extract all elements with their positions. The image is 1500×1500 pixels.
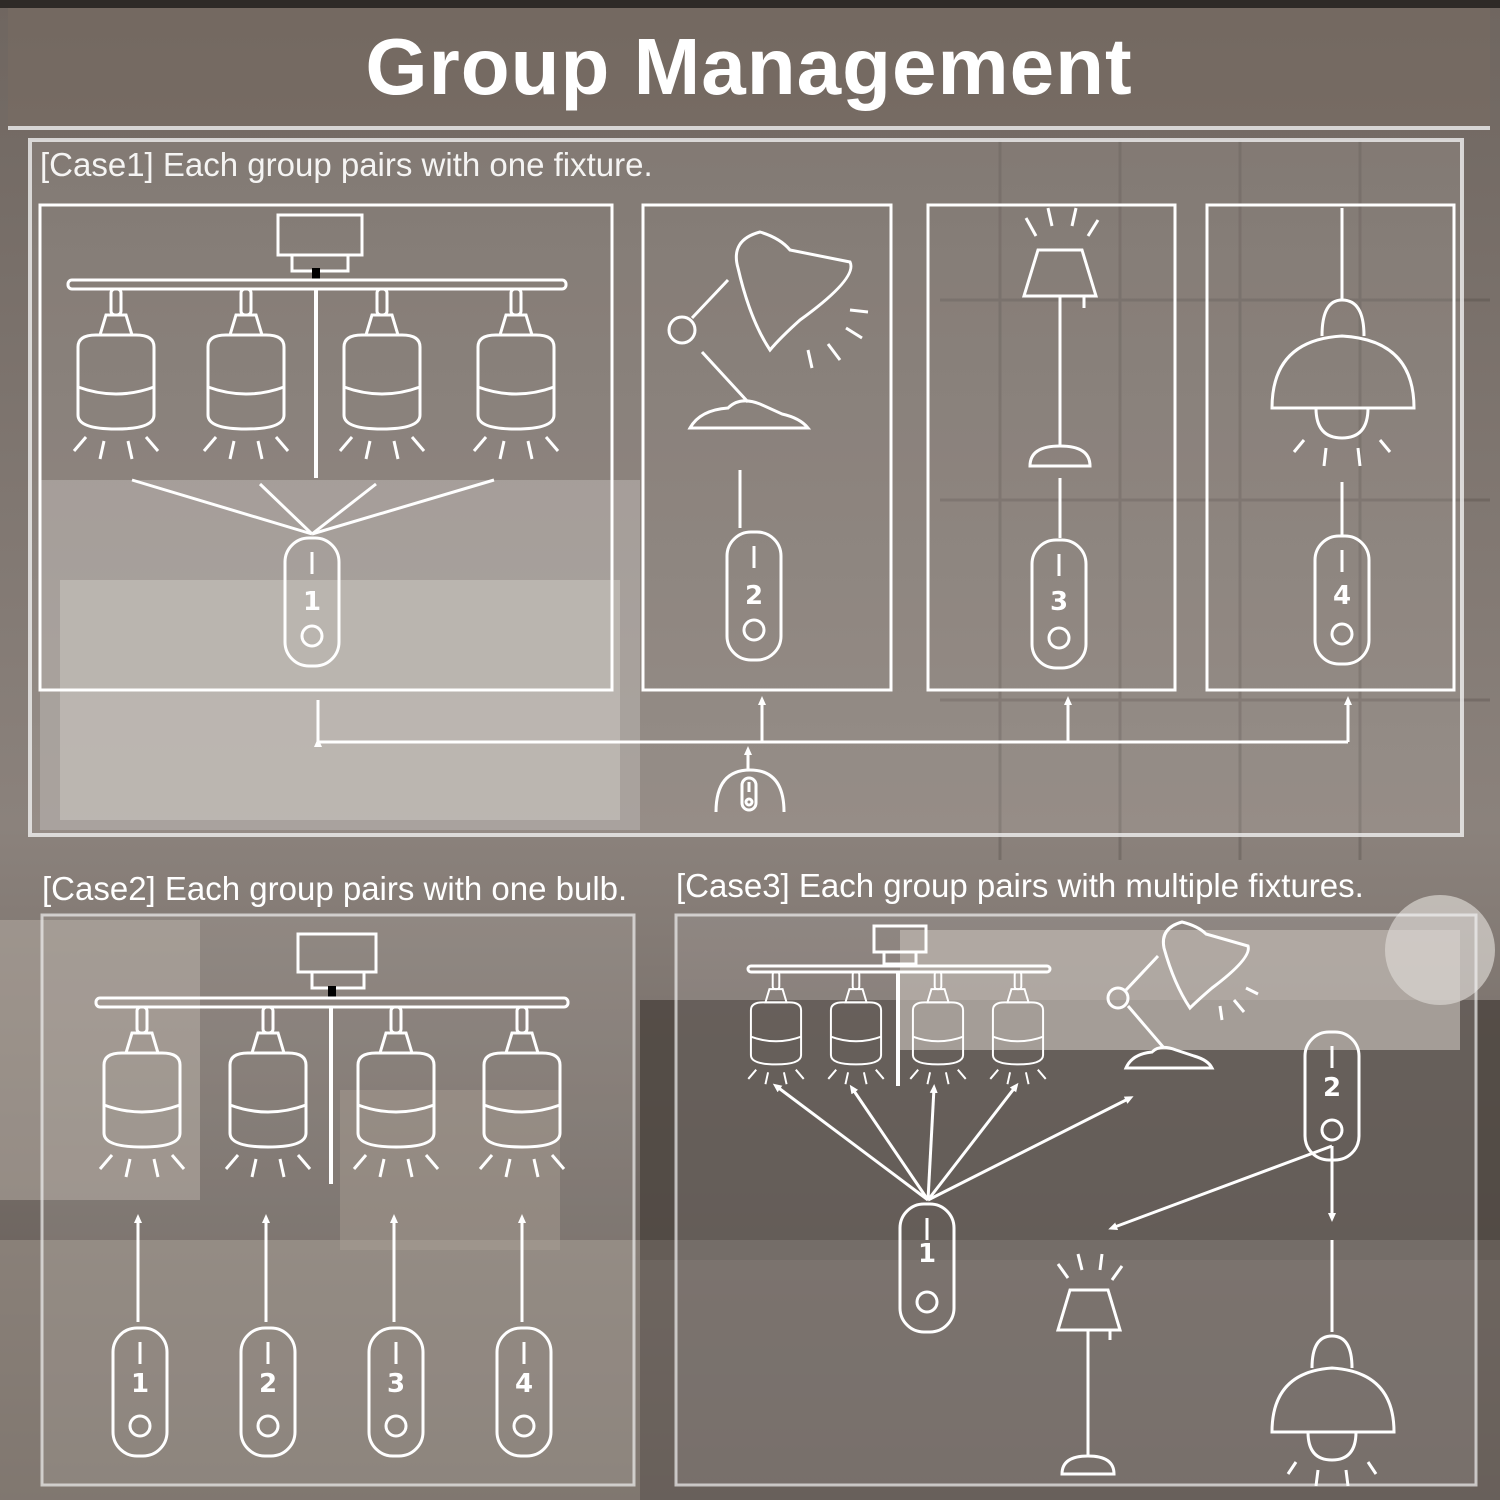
remote-number: 3 (387, 1369, 405, 1399)
title-bar: Group Management (8, 8, 1490, 130)
wall-switch-icon (714, 768, 786, 813)
remote-icon: 3 (367, 1326, 425, 1458)
remote-number: 2 (745, 581, 763, 611)
track-spotlight-icon (746, 924, 1052, 1086)
case2-label: [Case2] Each group pairs with one bulb. (42, 870, 628, 907)
remote-number: 2 (259, 1369, 277, 1399)
track-spotlight-icon (66, 213, 568, 536)
floor-lamp-icon (1021, 207, 1100, 468)
remote-number: 1 (303, 587, 321, 617)
remote-number: 2 (1323, 1073, 1341, 1103)
track-spotlight-icon (94, 932, 570, 1184)
remote-number: 4 (1333, 581, 1351, 611)
remote-icon: 2 (239, 1326, 297, 1458)
desk-lamp-icon (667, 230, 869, 430)
remote-number: 3 (1050, 587, 1068, 617)
remote-number: 4 (515, 1369, 533, 1399)
remote-number: 1 (918, 1239, 936, 1269)
pendant-lamp-icon (1270, 1334, 1396, 1487)
remote-icon: 4 (1313, 534, 1371, 666)
remote-icon: 1 (283, 536, 341, 668)
remote-icon: 2 (725, 530, 783, 662)
case2-panel: 1 2 3 4 (40, 913, 636, 1487)
case1-label: [Case1] Each group pairs with one fixtur… (40, 146, 653, 184)
remote-icon: 2 (1303, 1030, 1361, 1162)
remote-icon: 3 (1030, 538, 1088, 670)
case3-panel: 1 2 (674, 913, 1478, 1487)
floor-lamp-icon (1055, 1253, 1124, 1476)
case3-label: [Case3] Each group pairs with multiple f… (676, 867, 1364, 904)
pendant-lamp-icon (1270, 208, 1416, 467)
remote-number: 1 (131, 1369, 149, 1399)
remote-icon: 4 (495, 1326, 553, 1458)
page-title: Group Management (365, 22, 1133, 111)
group-connector (314, 696, 1352, 770)
case1-panel: 1 2 (28, 138, 1464, 837)
desk-lamp-icon (1106, 920, 1259, 1070)
remote-icon: 1 (111, 1326, 169, 1458)
remote-icon: 1 (898, 1202, 956, 1334)
